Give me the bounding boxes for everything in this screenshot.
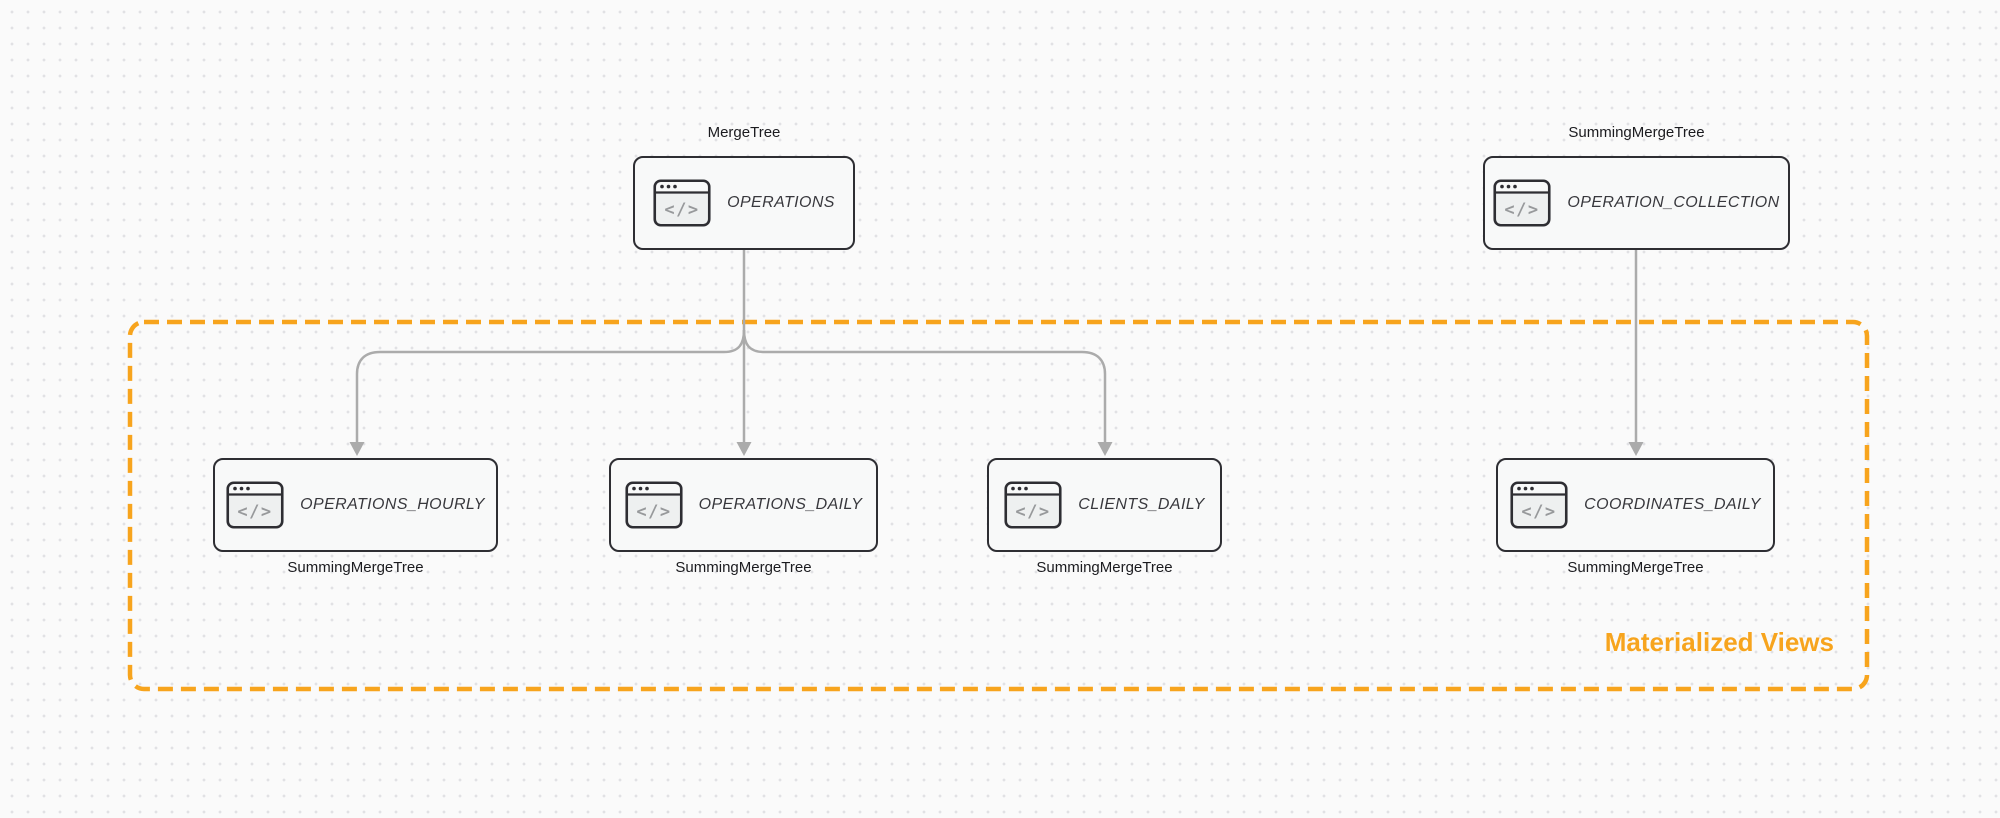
- table-name-operations-hourly: OPERATIONS_HOURLY: [300, 496, 485, 513]
- table-box-operations: </> OPERATIONS: [633, 156, 855, 250]
- table-box-coordinates-daily: </> COORDINATES_DAILY: [1496, 458, 1775, 552]
- node-operations-hourly: SummingMergeTree </> OPERATIONS_HOURLY: [213, 458, 498, 576]
- arrowhead-operations-daily: [736, 442, 752, 456]
- table-box-clients-daily: </> CLIENTS_DAILY: [987, 458, 1222, 552]
- arrowhead-operations-hourly: [349, 442, 365, 456]
- engine-label-clients-daily: SummingMergeTree: [1036, 559, 1173, 576]
- svg-text:</>: </>: [1522, 502, 1557, 522]
- code-window-icon: </>: [226, 481, 284, 529]
- table-box-operation-collection: </> OPERATION_COLLECTION: [1483, 156, 1790, 250]
- svg-text:</>: </>: [636, 502, 671, 522]
- edge-operations-to-clients-daily: [742, 329, 1107, 442]
- table-name-operations: OPERATIONS: [727, 194, 835, 211]
- table-name-coordinates-daily: COORDINATES_DAILY: [1584, 496, 1761, 513]
- table-box-operations-daily: </> OPERATIONS_DAILY: [609, 458, 878, 552]
- engine-label-operations: MergeTree: [707, 124, 781, 141]
- engine-label-coordinates-daily: SummingMergeTree: [1567, 559, 1704, 576]
- svg-text:</>: </>: [1505, 200, 1540, 220]
- code-window-icon: </>: [625, 481, 683, 529]
- edge-operations-to-operations-hourly: [355, 329, 746, 442]
- table-name-operation-collection: OPERATION_COLLECTION: [1567, 194, 1780, 211]
- node-operation-collection: SummingMergeTree </> OPERATION_COLLECTIO…: [1483, 124, 1790, 250]
- table-name-clients-daily: CLIENTS_DAILY: [1078, 496, 1205, 513]
- engine-label-operation-collection: SummingMergeTree: [1568, 124, 1705, 141]
- table-name-operations-daily: OPERATIONS_DAILY: [698, 496, 863, 513]
- svg-text:</>: </>: [1016, 502, 1051, 522]
- node-operations-daily: SummingMergeTree </> OPERATIONS_DAILY: [609, 458, 878, 576]
- table-box-operations-hourly: </> OPERATIONS_HOURLY: [213, 458, 498, 552]
- node-coordinates-daily: SummingMergeTree </> COORDINATES_DAILY: [1496, 458, 1775, 576]
- svg-text:</>: </>: [665, 200, 700, 220]
- code-window-icon: </>: [1004, 481, 1062, 529]
- svg-text:</>: </>: [238, 502, 273, 522]
- code-window-icon: </>: [653, 179, 711, 227]
- code-window-icon: </>: [1510, 481, 1568, 529]
- code-window-icon: </>: [1493, 179, 1551, 227]
- engine-label-operations-daily: SummingMergeTree: [675, 559, 812, 576]
- engine-label-operations-hourly: SummingMergeTree: [287, 559, 424, 576]
- node-clients-daily: SummingMergeTree </> CLIENTS_DAILY: [987, 458, 1222, 576]
- materialized-views-group-border: [127, 319, 1870, 692]
- materialized-views-label: Materialized Views: [1604, 627, 1834, 657]
- arrowhead-clients-daily: [1097, 442, 1113, 456]
- arrowhead-coordinates-daily: [1628, 442, 1644, 456]
- node-operations: MergeTree </> OPERATIONS: [633, 124, 855, 250]
